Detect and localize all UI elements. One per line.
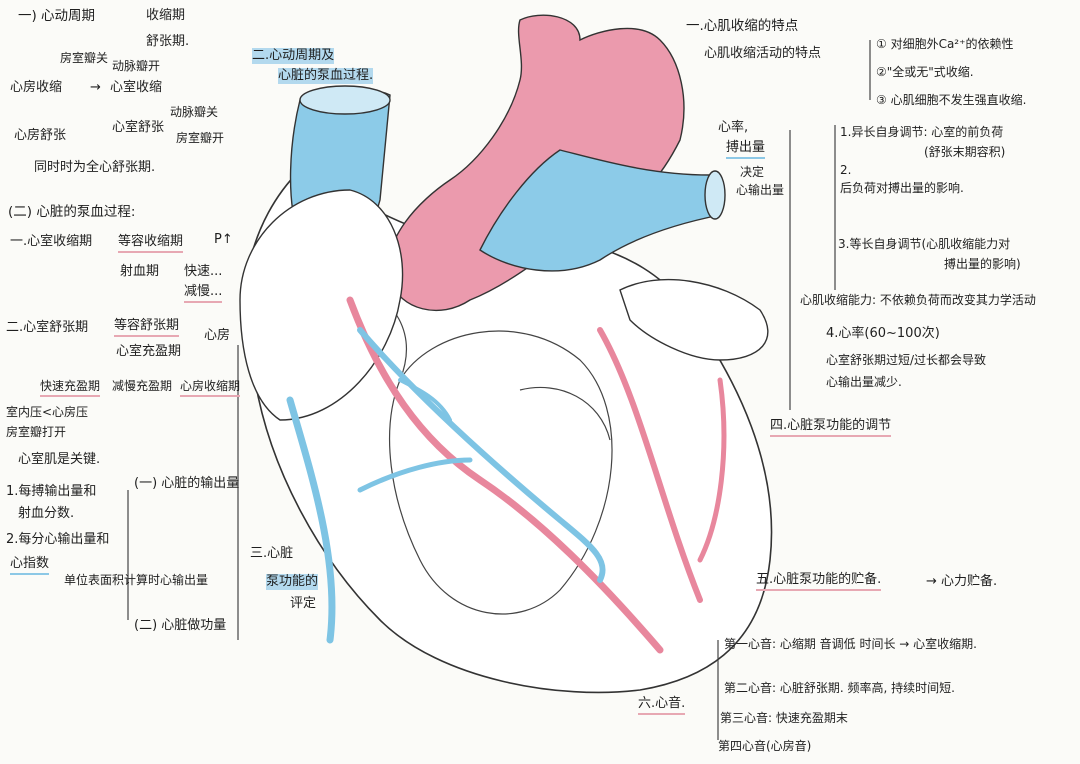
regulation-item-1b: (舒张末期容积) bbox=[924, 145, 1006, 159]
stroke-volume-label: 1.每搏输出量和 bbox=[6, 484, 97, 499]
coronary-vein-branch-2 bbox=[357, 457, 473, 493]
ejection-period-label: 射血期 bbox=[120, 264, 160, 279]
cycle-pump-line2: 心脏的泵血过程. bbox=[278, 68, 374, 84]
contractility-label: 心肌收缩能力: 不依赖负荷而改变其力学活动 bbox=[800, 293, 1036, 307]
pressure-note-label: 室内压<心房压 bbox=[6, 405, 89, 419]
av-opens-label: 房室瓣打开 bbox=[6, 425, 67, 439]
isovolumic-contraction-label: 等容收缩期 bbox=[118, 234, 184, 253]
cardiac-cycle-title: 一) 心动周期 bbox=[18, 8, 96, 24]
cardiac-index-label: 心指数 bbox=[10, 556, 50, 575]
cardiac-output-label1: 心率, bbox=[718, 120, 749, 135]
filling-period-label: 心室充盈期 bbox=[116, 344, 182, 359]
pulmonary-artery bbox=[479, 149, 721, 272]
arrow-1: → bbox=[90, 80, 101, 95]
to-atrium-label: 心房 bbox=[204, 328, 231, 343]
myocardium-title: 一.心肌收缩的特点 bbox=[686, 18, 799, 34]
heart-work-label: (二) 心脏做功量 bbox=[134, 618, 227, 633]
coronary-artery bbox=[346, 296, 664, 654]
pumping-process-title: (二) 心脏的泵血过程: bbox=[8, 204, 136, 220]
ventricle-key-label: 心室肌是关键. bbox=[18, 452, 101, 467]
ventricular-systole-label: 心室收缩 bbox=[110, 80, 163, 95]
slow-filling-label: 减慢充盈期 bbox=[112, 379, 173, 393]
av-valve-close-label: 房室瓣关 bbox=[60, 51, 109, 65]
arterial-valve-open-label: 动脉瓣开 bbox=[112, 59, 161, 73]
regulation-item-3b: 搏出量的影响) bbox=[944, 257, 1021, 271]
feature-1: ① 对细胞外Ca²⁺的依赖性 bbox=[876, 37, 1014, 51]
heart-sound-1: 第一心音: 心缩期 音调低 时间长 → 心室收缩期. bbox=[724, 637, 977, 651]
pulmonary-artery-opening bbox=[704, 170, 726, 220]
ventricle-outline bbox=[388, 330, 613, 615]
cardiac-index-desc: 单位表面积计算时心输出量 bbox=[64, 573, 209, 587]
minute-output-label: 2.每分心输出量和 bbox=[6, 532, 110, 547]
ejection-fraction-label: 射血分数. bbox=[18, 506, 75, 521]
feature-3: ③ 心肌细胞不发生强直收缩. bbox=[876, 93, 1027, 107]
heart-rate-note1: 心室舒张期过短/过长都会导致 bbox=[826, 353, 987, 367]
reserve-title: 五.心脏泵功能的贮备. bbox=[756, 572, 882, 591]
diastole-label: 舒张期. bbox=[146, 34, 190, 49]
decide-label2: 心输出量 bbox=[736, 183, 785, 197]
atrial-appendage bbox=[239, 189, 404, 421]
heart-rate-label: 4.心率(60~100次) bbox=[826, 326, 940, 341]
ventricular-diastole-label: 心室舒张 bbox=[112, 120, 165, 135]
regulation-item-2: 后负荷对搏出量的影响. bbox=[840, 181, 964, 195]
heart-sounds-title: 六.心音. bbox=[638, 696, 686, 715]
coronary-artery-branch-2 bbox=[697, 377, 727, 563]
full-diastole-label: 同时时为全心舒张期. bbox=[34, 160, 156, 175]
atrial-systole-label: 心房收缩 bbox=[10, 80, 63, 95]
pump-eval-line3: 评定 bbox=[290, 596, 317, 611]
slow-ejection-label: 减慢... bbox=[184, 284, 223, 303]
cycle-pump-line1: 二.心动周期及 bbox=[252, 48, 335, 64]
atrial-diastole-label: 心房舒张 bbox=[14, 128, 67, 143]
reserve-result: → 心力贮备. bbox=[926, 574, 998, 589]
myocardium-subtitle: 心肌收缩活动的特点 bbox=[704, 46, 822, 61]
atrial-contraction-label: 心房收缩期 bbox=[180, 378, 241, 397]
right-appendage bbox=[619, 278, 769, 361]
decide-label1: 决定 bbox=[740, 165, 765, 179]
regulation-item-3: 3.等长自身调节(心肌收缩能力对 bbox=[838, 237, 1011, 251]
regulation-item-2-num: 2. bbox=[840, 163, 852, 177]
heart-sound-3: 第三心音: 快速充盈期末 bbox=[720, 711, 848, 725]
rapid-filling-label: 快速充盈期 bbox=[40, 378, 101, 397]
vent-diastole-label: 二.心室舒张期 bbox=[6, 320, 89, 335]
pump-eval-line2: 泵功能的 bbox=[266, 574, 319, 590]
regulation-section-title: 四.心脏泵功能的调节 bbox=[770, 418, 892, 437]
isovolumic-relaxation-label: 等容舒张期 bbox=[114, 318, 180, 337]
coronary-vein bbox=[286, 396, 336, 644]
regulation-item-1: 1.异长自身调节: 心室的前负荷 bbox=[840, 125, 1004, 139]
heart-sound-4: 第四心音(心房音) bbox=[718, 739, 812, 753]
arterial-valve-close-label: 动脉瓣关 bbox=[170, 105, 219, 119]
vent-systole-label: 一.心室收缩期 bbox=[10, 234, 93, 249]
coronary-vein-branch-3 bbox=[398, 378, 452, 422]
vena-cava-opening bbox=[299, 85, 391, 115]
pump-eval-line1: 三.心脏 bbox=[250, 546, 294, 561]
heart-rate-note2: 心输出量减少. bbox=[826, 375, 902, 389]
systole-label: 收缩期 bbox=[146, 8, 186, 23]
heart-sound-2: 第二心音: 心脏舒张期. 频率高, 持续时间短. bbox=[724, 681, 955, 695]
cardiac-output-label2: 搏出量 bbox=[726, 140, 766, 159]
heart-output-title: (一) 心脏的输出量 bbox=[134, 476, 240, 491]
coronary-artery-branch bbox=[597, 327, 703, 603]
av-valve-open-label: 房室瓣开 bbox=[176, 131, 225, 145]
feature-2: ②"全或无"式收缩. bbox=[876, 65, 974, 79]
pressure-up-label: P↑ bbox=[214, 232, 233, 247]
fast-ejection-label: 快速... bbox=[184, 264, 223, 279]
coronary-vein-branch bbox=[357, 327, 606, 583]
